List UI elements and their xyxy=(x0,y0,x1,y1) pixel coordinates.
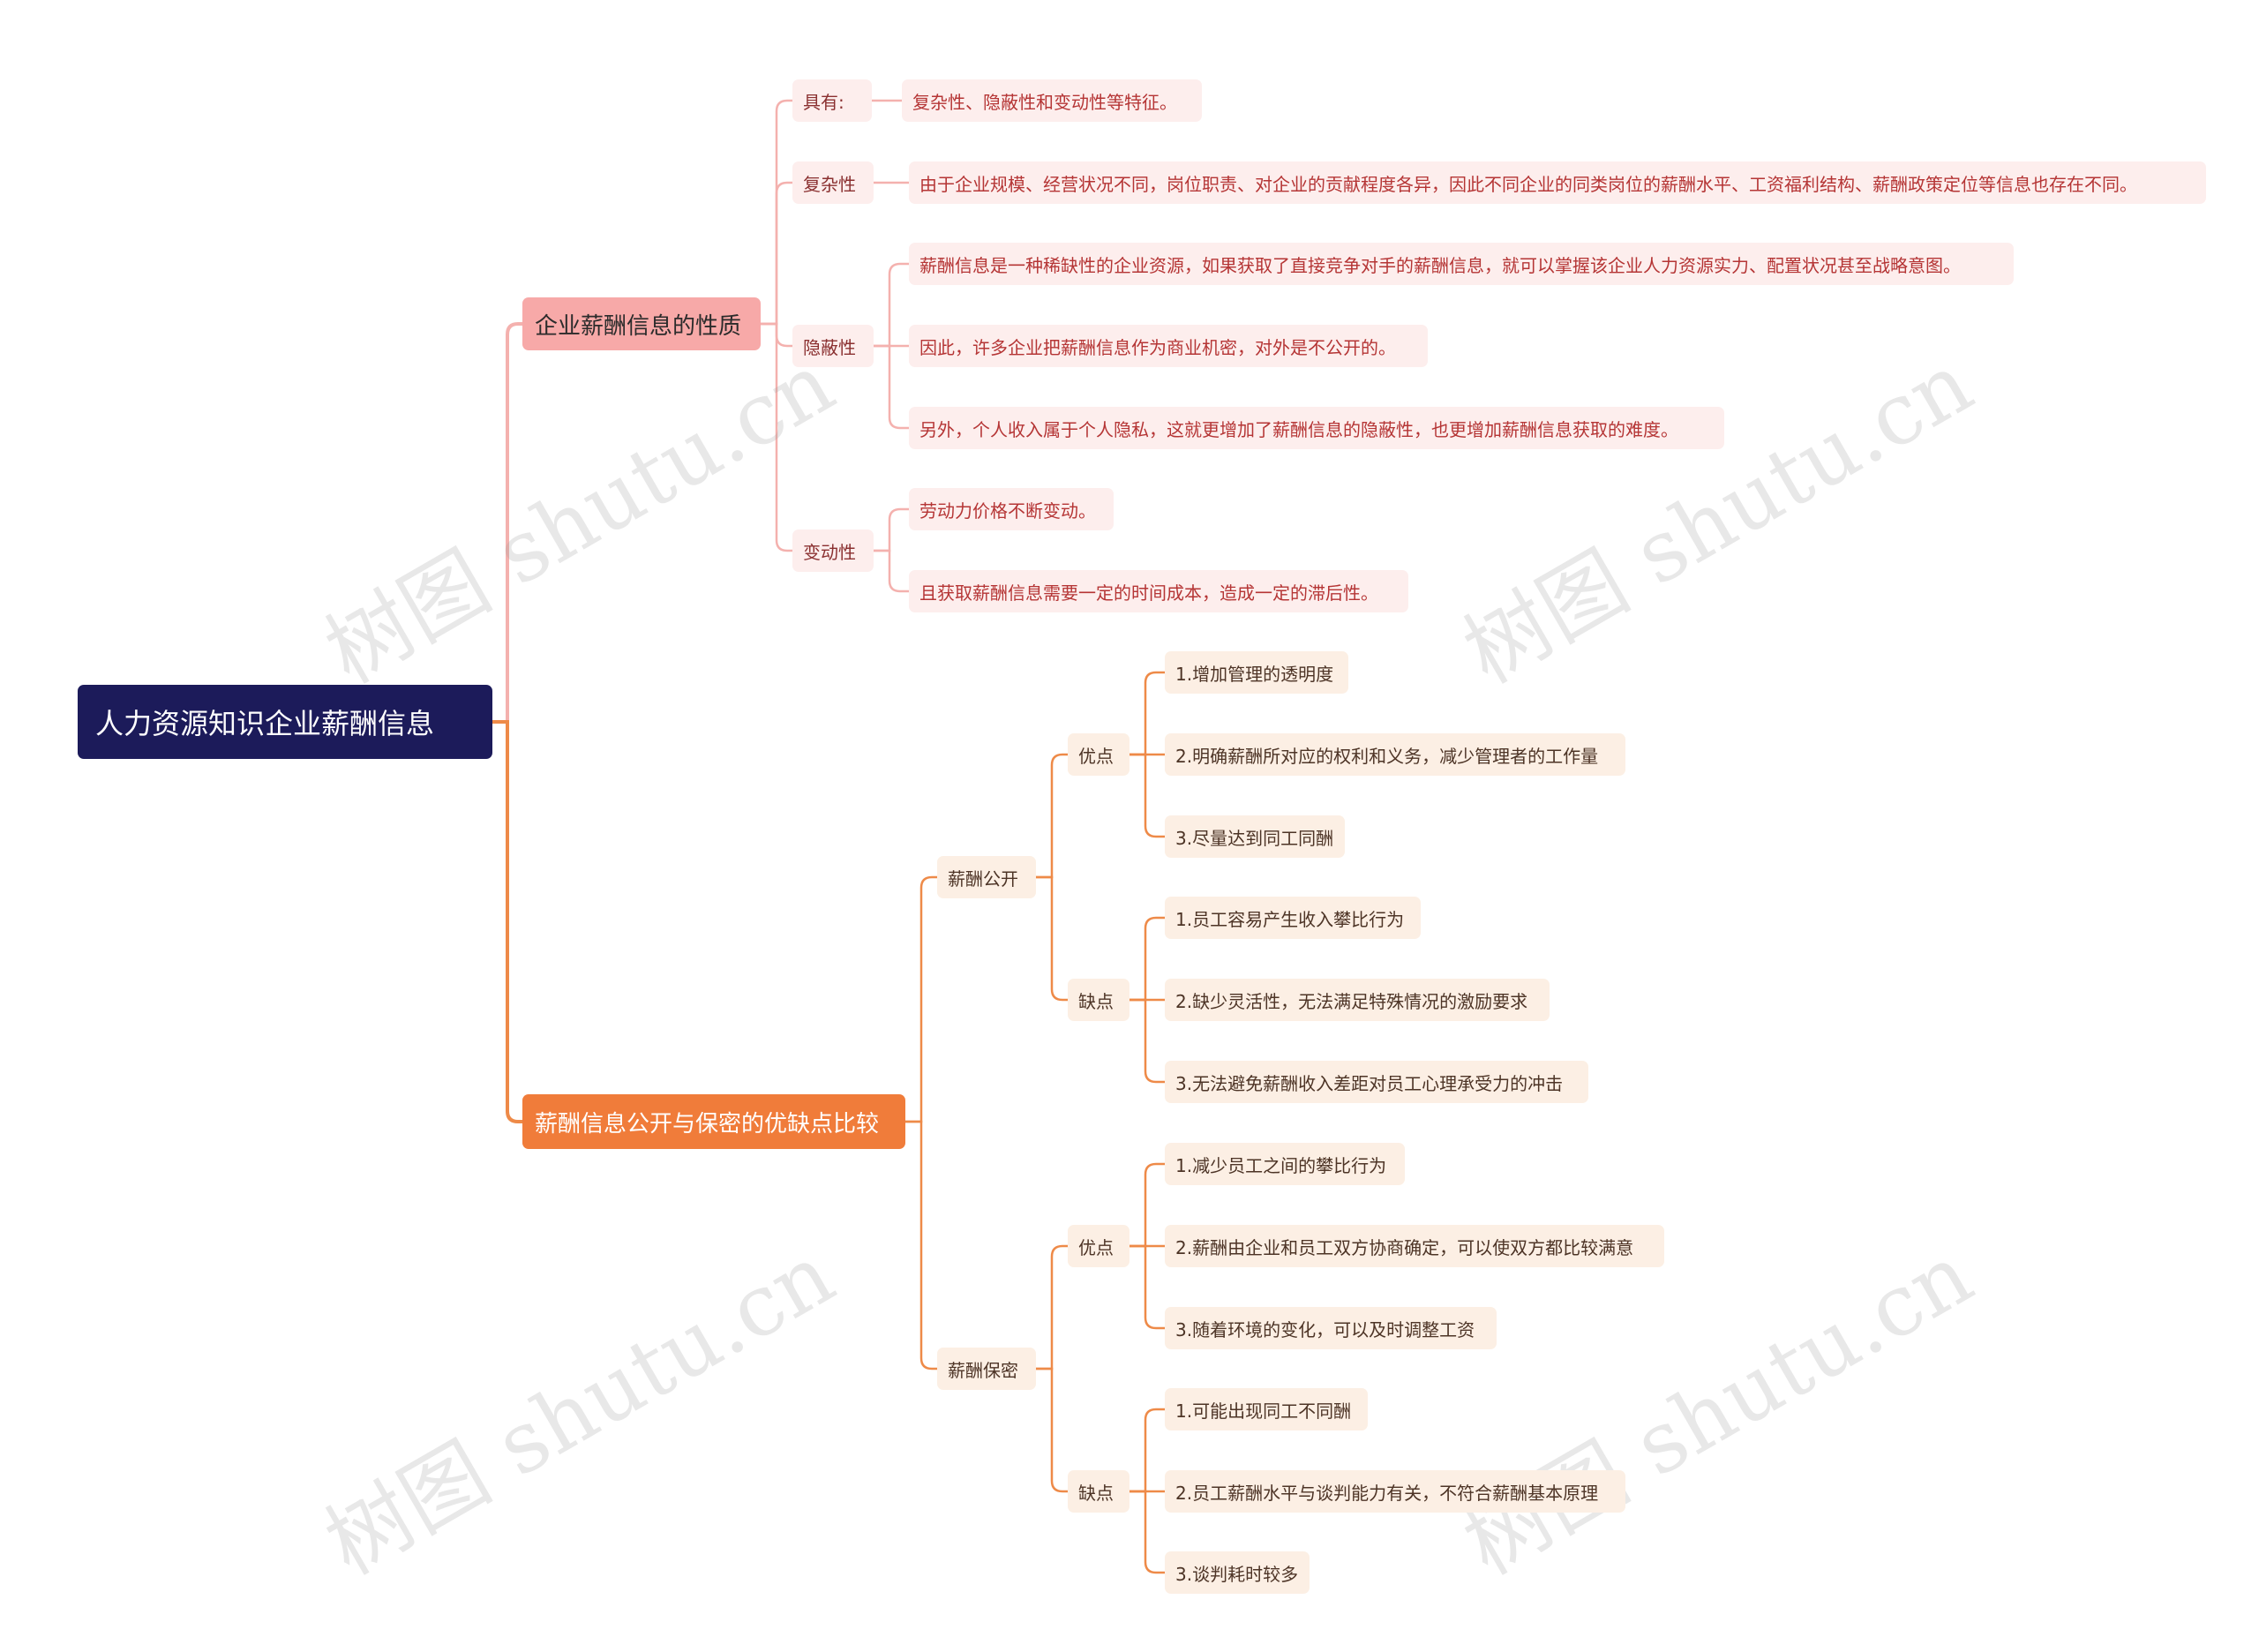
connector-line xyxy=(759,181,794,326)
connector-line xyxy=(872,507,911,552)
leaf-secret-con-2[interactable]: 2.员工薪酬水平与谈判能力有关，不符合薪酬基本原理 xyxy=(1165,1470,1625,1513)
topic-secret-cons[interactable]: 缺点 xyxy=(1068,1470,1130,1513)
connector-line xyxy=(872,344,911,430)
leaf-open-pro-2[interactable]: 2.明确薪酬所对应的权利和义务，减少管理者的工作量 xyxy=(1165,733,1625,776)
connector-line xyxy=(1128,916,1167,1002)
connector-line xyxy=(1034,875,1069,1002)
leaf-secret-pro-3[interactable]: 3.随着环境的变化，可以及时调整工资 xyxy=(1165,1307,1497,1349)
topic-salary-info-nature[interactable]: 企业薪酬信息的性质 xyxy=(522,297,761,350)
connector-line xyxy=(1128,1490,1167,1574)
leaf-has-1[interactable]: 复杂性、隐蔽性和变动性等特征。 xyxy=(902,79,1202,122)
leaf-secret-pro-2[interactable]: 2.薪酬由企业和员工双方协商确定，可以使双方都比较满意 xyxy=(1165,1225,1664,1267)
leaf-complexity-1[interactable]: 由于企业规模、经营状况不同，岗位职责、对企业的贡献程度各异，因此不同企业的同类岗… xyxy=(909,161,2206,204)
topic-salary-open[interactable]: 薪酬公开 xyxy=(937,856,1036,898)
leaf-open-con-1[interactable]: 1.员工容易产生收入攀比行为 xyxy=(1165,897,1421,939)
connector-line xyxy=(1034,753,1069,879)
root-topic[interactable]: 人力资源知识企业薪酬信息 xyxy=(78,685,492,759)
connector-line xyxy=(1128,998,1167,1084)
topic-complexity[interactable]: 复杂性 xyxy=(792,161,874,204)
topic-secret-pros[interactable]: 优点 xyxy=(1068,1225,1130,1267)
leaf-concealment-1[interactable]: 薪酬信息是一种稀缺性的企业资源，如果获取了直接竞争对手的薪酬信息，就可以掌握该企… xyxy=(909,243,2014,285)
connector-line xyxy=(904,1120,939,1370)
leaf-open-con-2[interactable]: 2.缺少灵活性，无法满足特殊情况的激励要求 xyxy=(1165,979,1550,1021)
leaf-open-pro-1[interactable]: 1.增加管理的透明度 xyxy=(1165,651,1348,694)
connector-line xyxy=(1034,1244,1069,1370)
connector-line xyxy=(1128,671,1167,756)
leaf-secret-con-3[interactable]: 3.谈判耗时较多 xyxy=(1165,1551,1310,1594)
connector-line xyxy=(1128,1408,1167,1493)
leaf-concealment-3[interactable]: 另外，个人收入属于个人隐私，这就更增加了薪酬信息的隐蔽性，也更增加薪酬信息获取的… xyxy=(909,407,1724,449)
topic-open-pros[interactable]: 优点 xyxy=(1068,733,1130,776)
connector-line xyxy=(1128,1162,1167,1248)
leaf-concealment-2[interactable]: 因此，许多企业把薪酬信息作为商业机密，对外是不公开的。 xyxy=(909,325,1428,367)
topic-open-cons[interactable]: 缺点 xyxy=(1068,979,1130,1021)
leaf-secret-pro-1[interactable]: 1.减少员工之间的攀比行为 xyxy=(1165,1143,1405,1185)
connector-line xyxy=(872,549,911,593)
topic-has[interactable]: 具有: xyxy=(792,79,872,122)
leaf-variability-2[interactable]: 且获取薪酬信息需要一定的时间成本，造成一定的滞后性。 xyxy=(909,570,1408,612)
leaf-secret-con-1[interactable]: 1.可能出现同工不同酬 xyxy=(1165,1388,1368,1430)
connector-line xyxy=(491,322,524,724)
topic-variability[interactable]: 变动性 xyxy=(792,529,874,572)
connector-line xyxy=(491,720,524,1123)
connector-line xyxy=(759,322,794,552)
leaf-variability-1[interactable]: 劳动力价格不断变动。 xyxy=(909,488,1114,530)
connector-line xyxy=(1034,1367,1069,1493)
connector-line xyxy=(1128,1244,1167,1330)
connector-line xyxy=(759,99,794,326)
topic-open-vs-secret-comparison[interactable]: 薪酬信息公开与保密的优缺点比较 xyxy=(522,1094,905,1149)
topic-salary-secret[interactable]: 薪酬保密 xyxy=(937,1348,1036,1390)
leaf-open-pro-3[interactable]: 3.尽量达到同工同酬 xyxy=(1165,815,1345,858)
leaf-open-con-3[interactable]: 3.无法避免薪酬收入差距对员工心理承受力的冲击 xyxy=(1165,1061,1588,1103)
connector-line xyxy=(872,262,911,348)
topic-concealment[interactable]: 隐蔽性 xyxy=(792,325,874,367)
connector-line xyxy=(1128,753,1167,838)
connector-line xyxy=(904,875,939,1123)
